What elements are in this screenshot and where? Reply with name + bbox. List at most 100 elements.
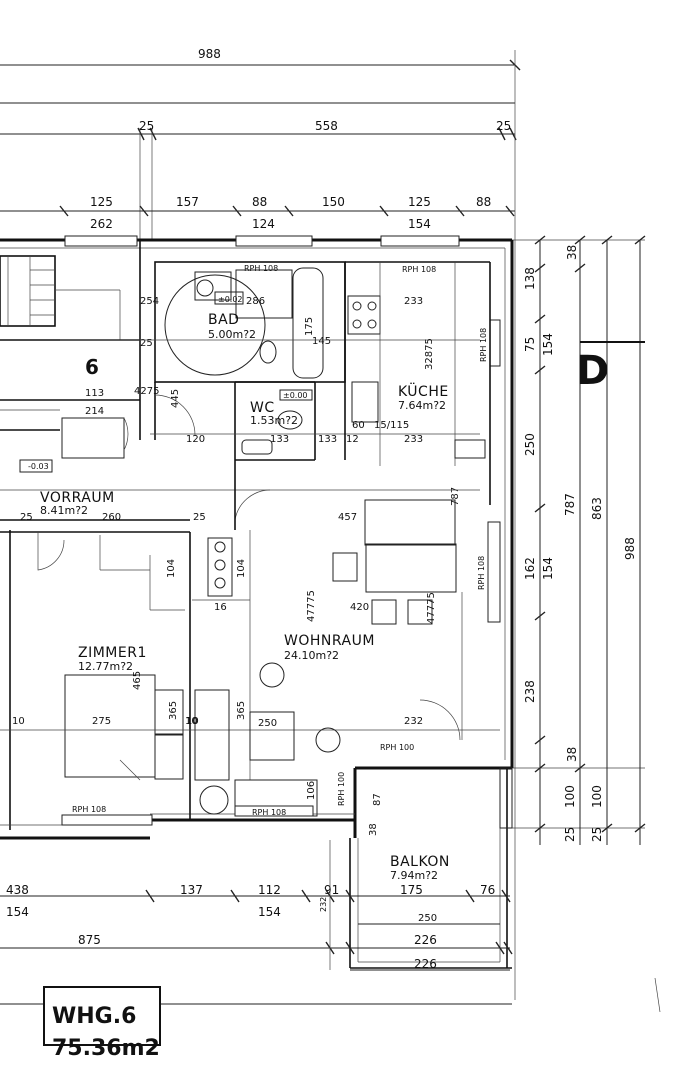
- dim-kueche-233a: 233: [404, 296, 423, 307]
- dim-wohn-365: 365: [236, 701, 247, 720]
- room-balkon: BALKON 7.94m?2 87 38: [349, 767, 513, 969]
- dim-bottom-226a: 226: [414, 933, 437, 947]
- dim-bottom-438: 438: [6, 883, 29, 897]
- room-vorraum: -0.03 4275 VORRAUM 8.41m?2 25 260 25 457…: [0, 386, 480, 571]
- dim-wohn-420: 420: [350, 602, 369, 613]
- title-block: WHG.6 75.36m2: [43, 986, 161, 1061]
- dim-bottom-76: 76: [480, 883, 495, 897]
- dim-vorraum-260: 260: [102, 512, 121, 523]
- dim-right-988: 988: [623, 537, 637, 560]
- dim-wohn-47775b: 47775: [426, 592, 437, 624]
- dim-wohn-16: 16: [214, 602, 227, 613]
- room-bad: BAD 5.00m?2 254 286 175 145 25 ±0.02: [60, 261, 480, 461]
- dim-wohn-250: 250: [258, 718, 277, 729]
- dim-right-154b: 154: [541, 557, 555, 580]
- room-wc-name: WC: [250, 400, 275, 416]
- rph-wohn-lower: RPH 108: [252, 808, 286, 817]
- dim-top-157: 157: [176, 195, 199, 209]
- dim-balkon-87: 87: [372, 793, 383, 806]
- dim-bottom-154b: 154: [258, 905, 281, 919]
- bottom-dimension-chains: 438 137 112 91 175 76 154 154 232 250 87…: [0, 840, 661, 1013]
- dim-right-75: 75: [523, 337, 537, 352]
- room-wohnraum-name: WOHNRAUM: [284, 633, 375, 649]
- dim-right-100a: 100: [563, 785, 577, 808]
- dim-top-154: 154: [408, 217, 431, 231]
- room-kueche-area: 7.64m?2: [398, 399, 446, 412]
- title-unit: WHG.6: [52, 1004, 136, 1029]
- dim-kueche-233b: 233: [404, 434, 423, 445]
- dim-balkon-38: 38: [368, 823, 379, 836]
- dim-wohn-10: 10: [186, 716, 199, 727]
- dim-kueche-32875: 32875: [424, 338, 435, 370]
- dim-right-138: 138: [523, 267, 537, 290]
- dim-wc-12: 12: [346, 434, 359, 445]
- dim-right-38a: 38: [565, 245, 579, 260]
- dim-right-250: 250: [523, 433, 537, 456]
- stair-and-landing: 6 113 214: [0, 240, 141, 431]
- dim-bottom-112: 112: [258, 883, 281, 897]
- level-vorraum: -0.03: [28, 462, 49, 471]
- rph-wohn-vert: RPH 100: [337, 772, 346, 806]
- title-area: 75.36m2: [52, 1036, 160, 1061]
- room-zimmer-name: ZIMMER1: [78, 645, 147, 661]
- dim-top-558: 558: [315, 119, 338, 133]
- dim-zimmer-465: 465: [132, 671, 143, 690]
- room-kueche-name: KÜCHE: [398, 382, 449, 400]
- dim-top-262: 262: [90, 217, 113, 231]
- dim-right-25a: 25: [563, 827, 577, 842]
- dim-wohn-104a: 104: [166, 559, 177, 578]
- dim-right-238: 238: [523, 680, 537, 703]
- dim-right-38b: 38: [565, 747, 579, 762]
- dim-zimmer-275: 275: [92, 716, 111, 727]
- dim-kueche-60: 60: [352, 420, 365, 431]
- dim-bottom-91: 91: [324, 883, 339, 897]
- dim-bad-145: 145: [312, 336, 331, 347]
- dim-vorraum-787: 787: [450, 487, 461, 506]
- dim-wc-445: 445: [170, 389, 181, 408]
- dim-wohn-47775a: 47775: [306, 590, 317, 622]
- dim-bad-25: 25: [140, 338, 153, 349]
- dim-bottom-250: 250: [418, 913, 437, 924]
- dim-wohn-106: 106: [306, 781, 317, 800]
- dim-top-125a: 125: [90, 195, 113, 209]
- dim-right-154a: 154: [541, 333, 555, 356]
- level-wc: ±0.00: [283, 391, 308, 400]
- room-kueche: KÜCHE 7.64m?2 233 32875 233 60 15/115 RP…: [244, 261, 491, 505]
- dim-vorraum-25b: 25: [193, 512, 206, 523]
- room-zimmer1: ZIMMER1 12.77m?2 275 365 10 465 10 RPH 1…: [0, 532, 500, 820]
- rph-wohn-side: RPH 108: [477, 556, 486, 590]
- dim-bottom-137: 137: [180, 883, 203, 897]
- dim-113: 113: [85, 388, 104, 399]
- dim-top-88a: 88: [252, 195, 267, 209]
- windows-top: [61, 235, 501, 826]
- room-balkon-area: 7.94m?2: [390, 869, 438, 882]
- room-bad-area: 5.00m?2: [208, 328, 256, 341]
- room-wohnraum-area: 24.10m?2: [284, 649, 339, 662]
- dim-bad-254: 254: [140, 296, 159, 307]
- dim-bottom-175: 175: [400, 883, 423, 897]
- dim-right-787: 787: [563, 493, 577, 516]
- dim-bottom-875: 875: [78, 933, 101, 947]
- dim-bad-286: 286: [246, 296, 265, 307]
- dim-right-162: 162: [523, 557, 537, 580]
- dim-wc-133b: 133: [318, 434, 337, 445]
- dim-top-25b: 25: [496, 119, 511, 133]
- room-wc-area: 1.53m?2: [250, 414, 298, 427]
- top-dimension-chains: 988 25 558 25 125 157 88 150 125 88 262 …: [0, 47, 521, 1000]
- dim-bottom-226b: 226: [414, 957, 437, 971]
- rph-kueche-side: RPH 108: [479, 328, 488, 362]
- dim-top-150: 150: [322, 195, 345, 209]
- rph-zimmer: RPH 108: [72, 805, 106, 814]
- dim-right-25b: 25: [590, 827, 604, 842]
- dim-top-88b: 88: [476, 195, 491, 209]
- rph-kueche: RPH 108: [402, 265, 436, 274]
- dim-4275: 4275: [134, 386, 159, 397]
- dim-total-top: 988: [198, 47, 221, 61]
- room-bad-name: BAD: [208, 312, 239, 328]
- dim-bottom-154a: 154: [6, 905, 29, 919]
- dim-top-124: 124: [252, 217, 275, 231]
- dim-kueche-15115: 15/115: [374, 420, 409, 431]
- room-wc: WC 1.53m?2 ±0.00 120 133 133 12 445: [150, 381, 480, 455]
- room-vorraum-area: 8.41m?2: [40, 504, 88, 517]
